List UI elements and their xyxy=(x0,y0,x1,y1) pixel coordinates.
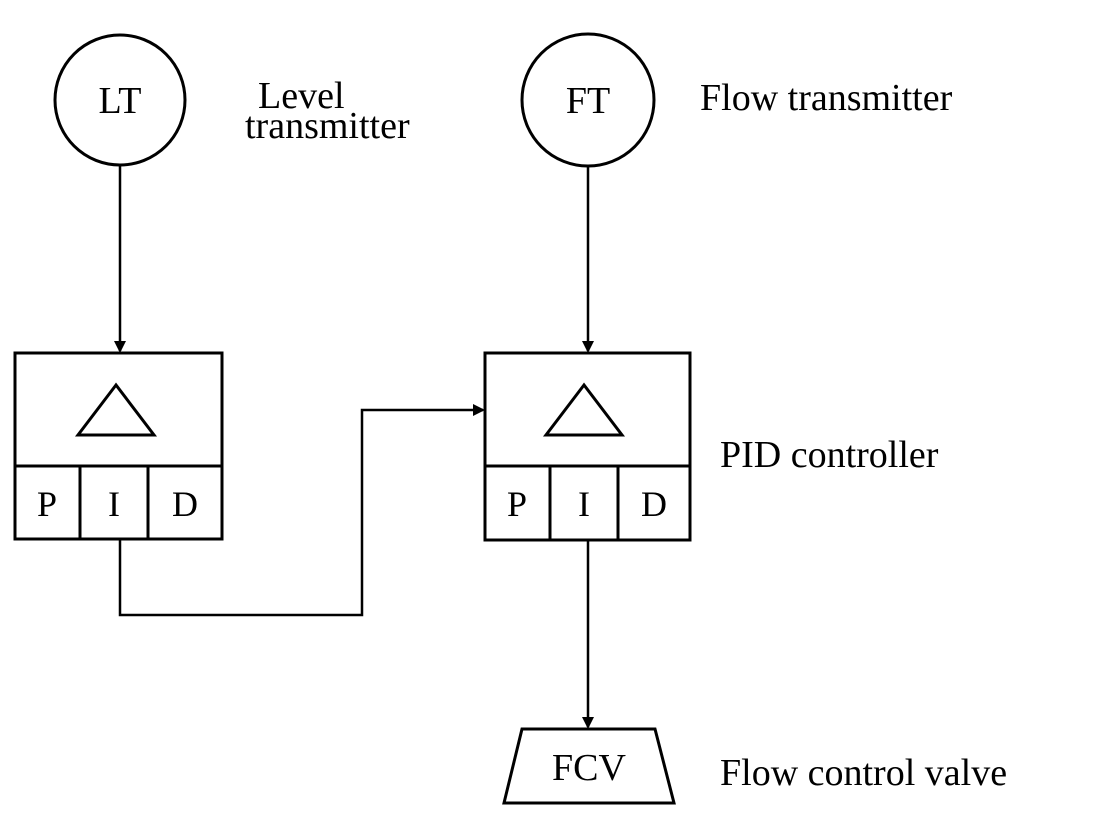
lt-label-line2: transmitter xyxy=(245,105,410,147)
flow-transmitter: FT xyxy=(520,32,656,168)
left-pid-controller: P I D xyxy=(13,351,224,541)
cell-p: P xyxy=(37,484,57,524)
right-pid-controller: P I D xyxy=(483,351,692,542)
lt-label-line1: Level xyxy=(258,75,345,117)
ft-symbol: FT xyxy=(566,80,610,122)
arrow-left-to-right-controller xyxy=(118,404,485,617)
cell-d: D xyxy=(641,484,667,524)
fcv-label: Flow control valve xyxy=(720,752,1007,794)
left-controller-box xyxy=(13,351,224,541)
cell-d: D xyxy=(172,484,198,524)
flow-control-valve: FCV xyxy=(502,727,676,805)
lt-symbol: LT xyxy=(99,80,142,122)
fcv-trapezoid xyxy=(502,727,676,805)
triangle-icon xyxy=(542,382,626,437)
fcv-symbol: FCV xyxy=(552,747,626,789)
pid-controller-label: PID controller xyxy=(720,434,939,476)
cell-p: P xyxy=(507,484,527,524)
level-transmitter: LT xyxy=(53,33,187,167)
cell-i: I xyxy=(108,484,120,524)
cell-i: I xyxy=(578,484,590,524)
triangle-icon xyxy=(74,382,158,437)
ft-label: Flow transmitter xyxy=(700,77,953,119)
